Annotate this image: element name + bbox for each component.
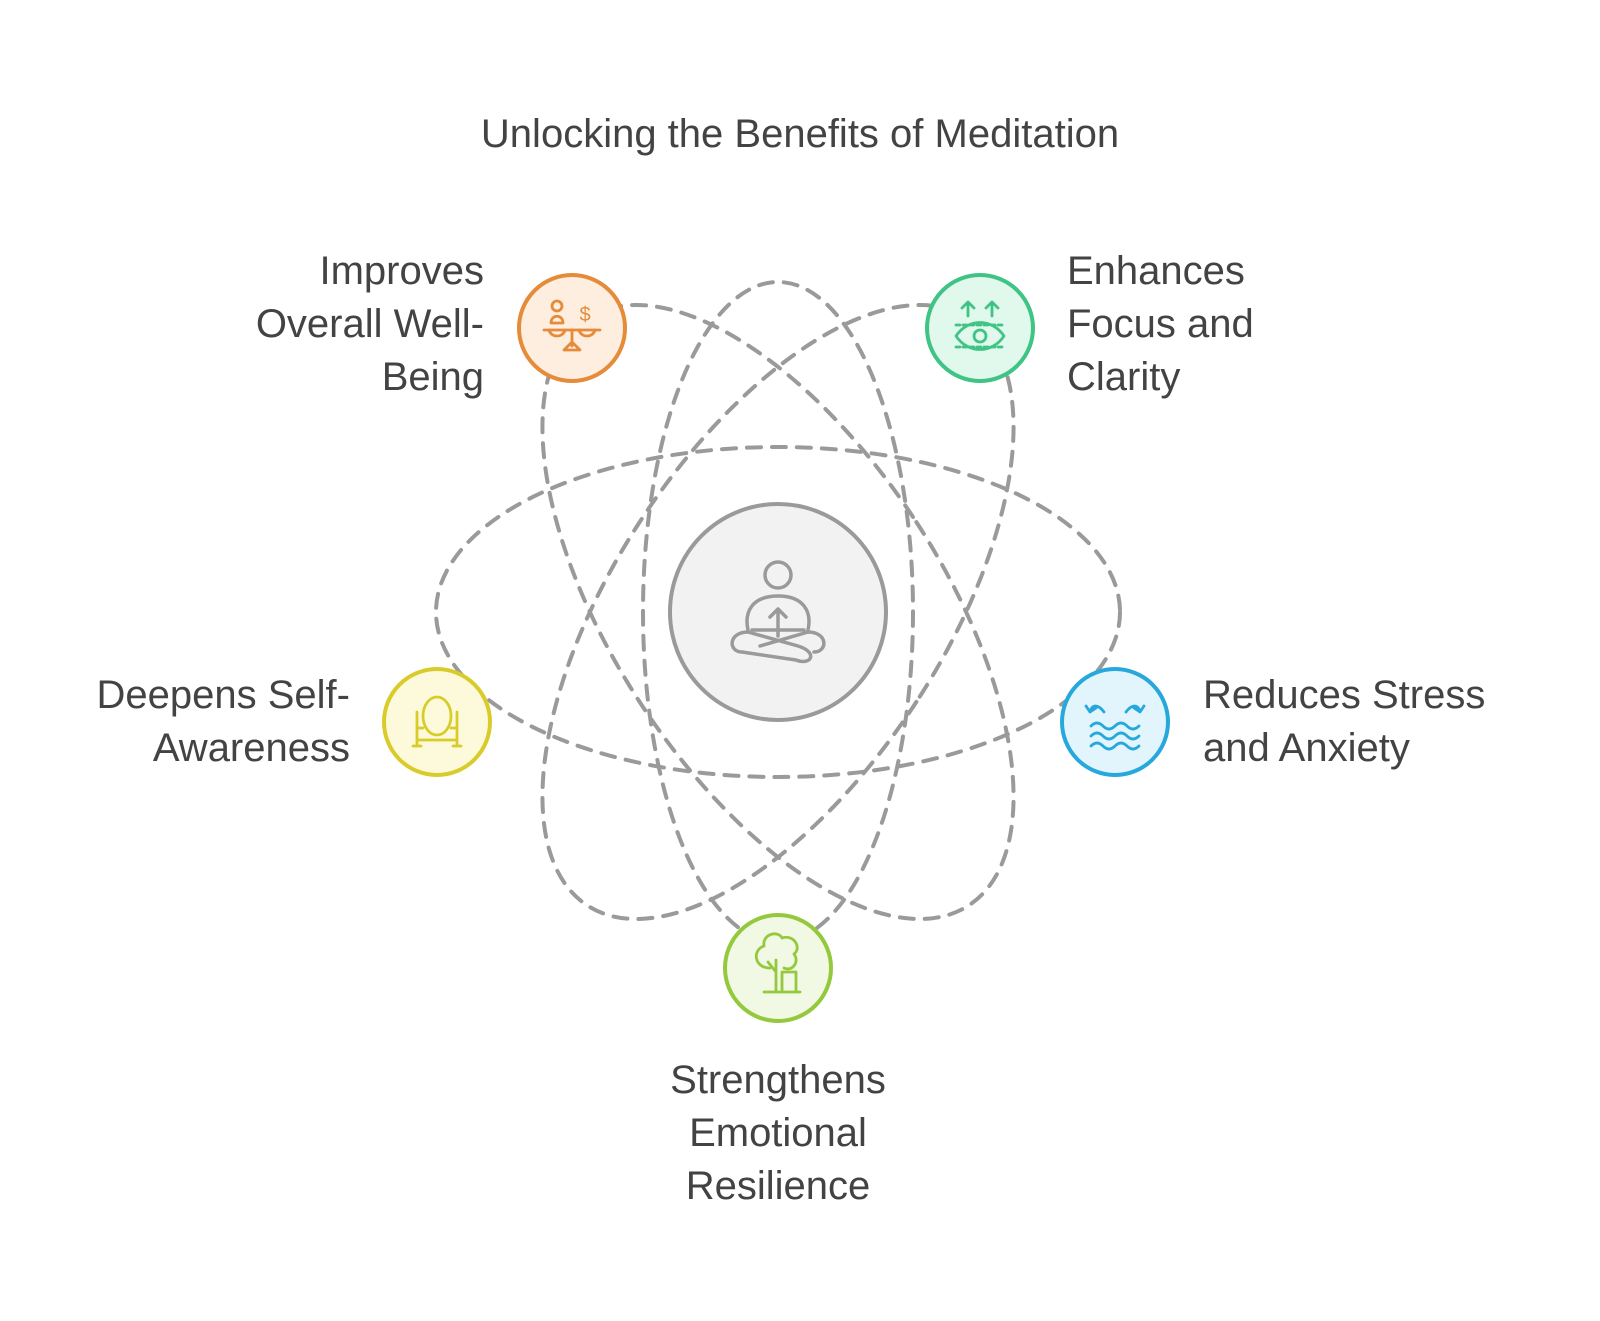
label-line: Emotional bbox=[689, 1111, 867, 1155]
svg-text:$: $ bbox=[579, 304, 590, 326]
label-line: Being bbox=[381, 355, 484, 399]
node-improves-overall-well-being: $ bbox=[517, 273, 627, 383]
calm-waves-icon bbox=[1084, 704, 1146, 751]
balance-scale-icon: $ bbox=[542, 299, 602, 352]
node-strengthens-emotional-resilience bbox=[723, 913, 833, 1023]
mirror-icon bbox=[411, 695, 463, 748]
label-reduces-stress-and-anxiety: Reduces Stress and Anxiety bbox=[1203, 669, 1485, 775]
label-line: Clarity bbox=[1067, 355, 1181, 399]
eye-focus-icon bbox=[954, 300, 1006, 351]
label-strengthens-emotional-resilience: Strengthens Emotional Resilience bbox=[578, 1054, 978, 1213]
meditation-person-icon bbox=[730, 560, 826, 664]
label-line: Enhances bbox=[1067, 249, 1245, 293]
center-node bbox=[668, 502, 888, 722]
label-line: Focus and bbox=[1067, 302, 1254, 346]
label-enhances-focus-and-clarity: Enhances Focus and Clarity bbox=[1067, 245, 1254, 404]
node-deepens-self-awareness bbox=[382, 667, 492, 777]
label-line: Awareness bbox=[152, 726, 350, 770]
orbit-horizontal bbox=[434, 445, 1122, 779]
label-improves-overall-well-being: Improves Overall Well- Being bbox=[256, 245, 484, 404]
label-line: and Anxiety bbox=[1203, 726, 1410, 770]
node-enhances-focus-and-clarity bbox=[925, 273, 1035, 383]
label-line: Strengthens bbox=[670, 1058, 886, 1102]
label-line: Improves bbox=[319, 249, 485, 293]
label-line: Overall Well- bbox=[255, 302, 484, 346]
label-line: Resilience bbox=[685, 1164, 871, 1208]
label-line: Reduces Stress bbox=[1203, 673, 1486, 717]
label-line: Deepens Self- bbox=[96, 673, 350, 717]
tree-icon bbox=[755, 932, 802, 994]
label-deepens-self-awareness: Deepens Self- Awareness bbox=[97, 669, 350, 775]
node-reduces-stress-and-anxiety bbox=[1060, 667, 1170, 777]
diagram-title: Unlocking the Benefits of Meditation bbox=[480, 112, 1120, 156]
